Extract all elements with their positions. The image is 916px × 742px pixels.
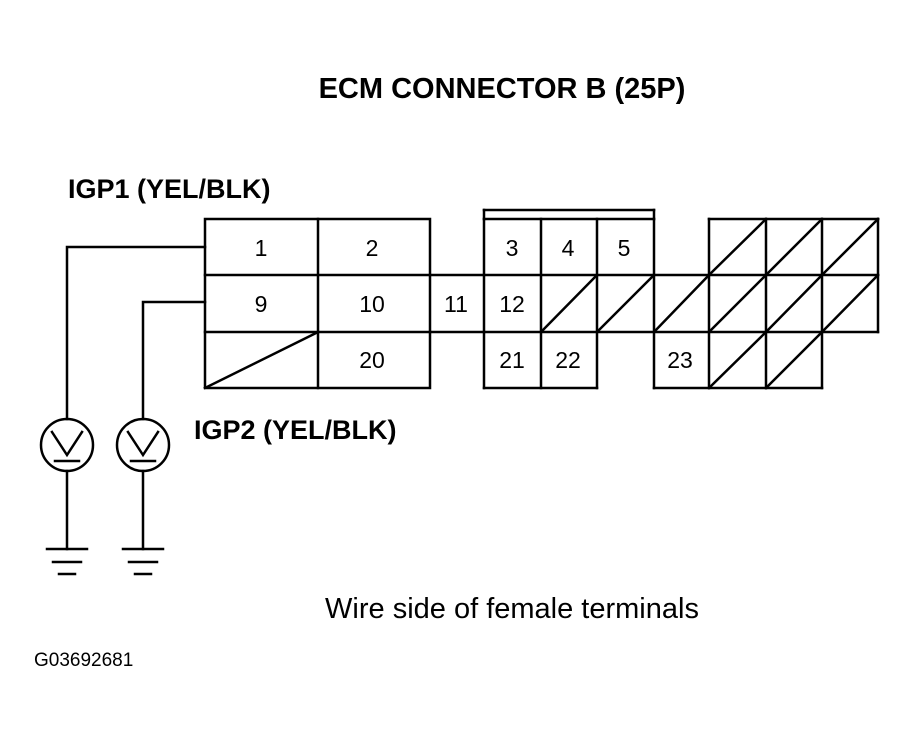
pin-23-label: 23 [667, 347, 693, 373]
pin-12-label: 12 [499, 291, 525, 317]
blocked-cavity-8 [822, 219, 878, 275]
pin-22-label: 22 [555, 347, 581, 373]
blocked-cavity-6 [709, 219, 766, 275]
voltmeter-icon [117, 419, 169, 549]
pin-20-label: 20 [359, 347, 385, 373]
caption: Wire side of female terminals [325, 593, 699, 625]
ground-icon [47, 549, 87, 574]
blocked-cavity-7 [766, 219, 822, 275]
blocked-cavity-18 [822, 275, 878, 332]
blocked-cavity-19 [205, 332, 318, 388]
blocked-cavity-17 [766, 275, 822, 332]
igp2-label: IGP2 (YEL/BLK) [194, 415, 397, 445]
pin-21-label: 21 [499, 347, 525, 373]
pin-10-label: 10 [359, 291, 385, 317]
blocked-cavity-14 [597, 275, 654, 332]
connector-pin-11-cell [430, 275, 484, 332]
pin-2-label: 2 [366, 235, 379, 261]
blocked-cavity-25 [766, 332, 822, 388]
blocked-cavity-24 [709, 332, 766, 388]
pin-1-label: 1 [255, 235, 268, 261]
probe-wire-igp2 [143, 302, 205, 419]
pin-9-label: 9 [255, 291, 268, 317]
blocked-cavity-16 [709, 275, 766, 332]
blocked-cavity-15 [654, 275, 709, 332]
figure-code: G03692681 [34, 650, 134, 671]
diagram-title: ECM CONNECTOR B (25P) [318, 73, 686, 105]
voltmeter-icon [41, 419, 93, 549]
connector-block-center [484, 210, 709, 388]
pin-4-label: 4 [562, 235, 575, 261]
igp1-label: IGP1 (YEL/BLK) [68, 174, 271, 204]
connector-block-right [654, 219, 878, 388]
connector-block-left [205, 219, 430, 388]
probe-wire-igp1 [67, 247, 205, 419]
pin-11-label: 11 [444, 291, 468, 317]
blocked-cavity-13 [541, 275, 597, 332]
pin-3-label: 3 [506, 235, 519, 261]
pin-5-label: 5 [618, 235, 631, 261]
ground-icon [123, 549, 163, 574]
